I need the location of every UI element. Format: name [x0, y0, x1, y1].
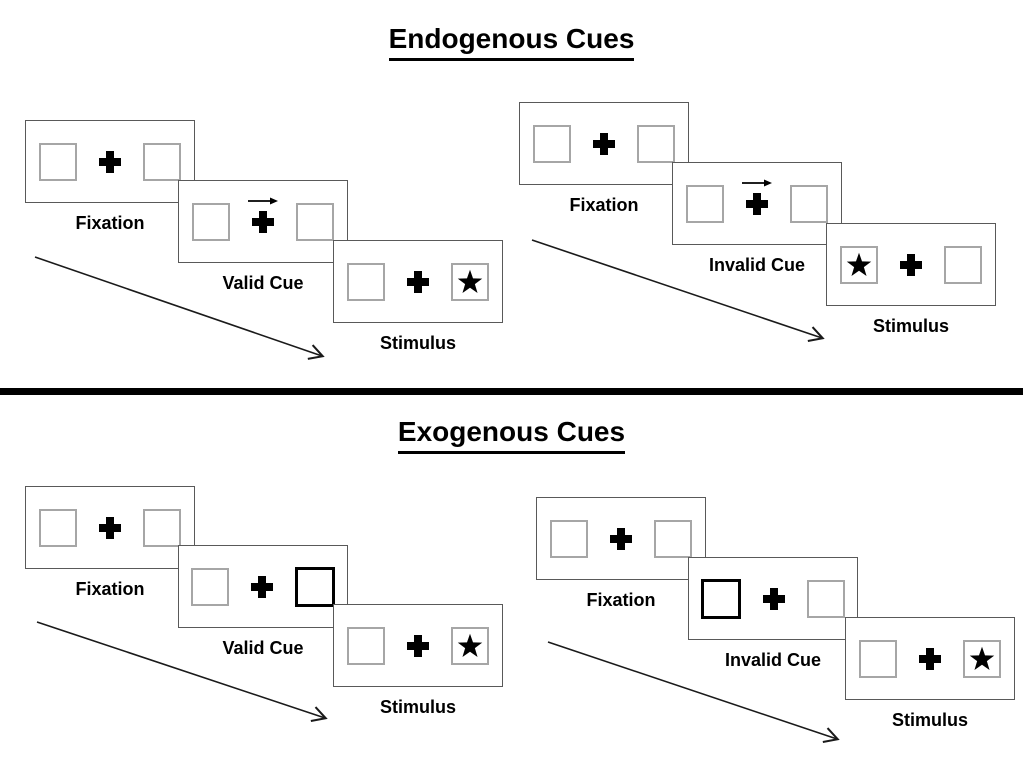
fixation-cross-icon	[98, 516, 122, 540]
right-box	[637, 124, 675, 163]
left-box	[533, 124, 571, 163]
exo-invalid-fixation-panel: Fixation	[536, 497, 706, 611]
screen-frame	[845, 617, 1015, 700]
exo-invalid-cue-panel: Invalid Cue	[688, 557, 858, 671]
panel-label: Valid Cue	[222, 638, 304, 658]
left-box	[840, 245, 878, 284]
left-box	[550, 519, 588, 558]
screen-frame	[688, 557, 858, 640]
right-box	[963, 639, 1001, 678]
left-box	[39, 142, 77, 181]
exogenous-section-title: Exogenous Cues	[0, 416, 1023, 454]
plus-glyph	[252, 210, 274, 233]
star-icon	[457, 633, 483, 657]
left-box	[192, 202, 230, 241]
fixation-cross-icon	[592, 132, 616, 156]
plus-glyph	[407, 634, 429, 657]
right-box	[944, 245, 982, 284]
plus-glyph	[407, 270, 429, 293]
endo-invalid-fixation-panel: Fixation	[519, 102, 689, 216]
left-box	[859, 639, 897, 678]
endo-valid-stimulus-panel: Stimulus	[333, 240, 503, 354]
left-box	[191, 567, 229, 606]
star-icon	[457, 269, 483, 293]
plus-glyph	[919, 647, 941, 670]
panel-label: Fixation	[586, 590, 656, 610]
right-box	[807, 579, 845, 618]
fixation-cross-icon	[406, 634, 430, 658]
cue-arrow-right-icon	[742, 179, 772, 186]
right-box	[790, 184, 828, 223]
right-box-highlight-cue	[295, 566, 335, 607]
plus-glyph	[610, 527, 632, 550]
fixation-cross-icon	[609, 527, 633, 551]
screen-frame	[536, 497, 706, 580]
panel-label: Invalid Cue	[724, 650, 822, 670]
screen-frame	[333, 604, 503, 687]
fixation-cross-icon	[406, 270, 430, 294]
left-box	[686, 184, 724, 223]
fixation-cross-icon	[742, 179, 772, 216]
fixation-cross-icon	[248, 197, 278, 234]
left-box	[347, 262, 385, 301]
plus-glyph	[251, 575, 273, 598]
exo-valid-stimulus-panel: Stimulus	[333, 604, 503, 718]
screen-frame	[25, 486, 195, 569]
panel-label: Stimulus	[891, 710, 968, 730]
plus-glyph	[746, 192, 768, 215]
cue-arrow-right-icon	[248, 197, 278, 204]
right-box	[296, 202, 334, 241]
panel-label: Invalid Cue	[708, 255, 806, 275]
panel-label: Stimulus	[872, 316, 949, 336]
right-box	[451, 626, 489, 665]
fixation-cross-icon	[918, 647, 942, 671]
panel-label: Fixation	[75, 579, 145, 599]
exo-valid-cue-panel: Valid Cue	[178, 545, 348, 659]
panel-label: Valid Cue	[222, 273, 304, 293]
panel-label: Fixation	[75, 213, 145, 233]
panel-label: Stimulus	[379, 697, 456, 717]
panel-label: Fixation	[569, 195, 639, 215]
star-icon	[846, 252, 872, 276]
right-box	[654, 519, 692, 558]
plus-glyph	[593, 132, 615, 155]
left-box	[347, 626, 385, 665]
plus-glyph	[99, 516, 121, 539]
screen-frame	[333, 240, 503, 323]
plus-glyph	[763, 587, 785, 610]
fixation-cross-icon	[899, 253, 923, 277]
endo-invalid-cue-panel: Invalid Cue	[672, 162, 842, 276]
fixation-cross-icon	[762, 587, 786, 611]
screen-frame	[826, 223, 996, 306]
plus-glyph	[99, 150, 121, 173]
fixation-cross-icon	[250, 575, 274, 599]
endo-valid-fixation-panel: Fixation	[25, 120, 195, 234]
screen-frame	[178, 180, 348, 263]
fixation-cross-icon	[98, 150, 122, 174]
endogenous-section-title: Endogenous Cues	[0, 23, 1023, 61]
exogenous-title-text: Exogenous Cues	[397, 416, 626, 454]
screen-frame	[178, 545, 348, 628]
right-box	[451, 262, 489, 301]
exo-invalid-stimulus-panel: Stimulus	[845, 617, 1015, 731]
screen-frame	[672, 162, 842, 245]
exo-valid-fixation-panel: Fixation	[25, 486, 195, 600]
screen-frame	[25, 120, 195, 203]
endogenous-title-text: Endogenous Cues	[388, 23, 635, 61]
endo-valid-cue-panel: Valid Cue	[178, 180, 348, 294]
plus-glyph	[900, 253, 922, 276]
right-box	[143, 142, 181, 181]
panel-label: Stimulus	[379, 333, 456, 353]
star-icon	[969, 646, 995, 670]
right-box	[143, 508, 181, 547]
left-box	[39, 508, 77, 547]
endo-invalid-stimulus-panel: Stimulus	[826, 223, 996, 337]
left-box-highlight-cue	[701, 578, 741, 619]
section-divider-line	[0, 388, 1023, 395]
screen-frame	[519, 102, 689, 185]
